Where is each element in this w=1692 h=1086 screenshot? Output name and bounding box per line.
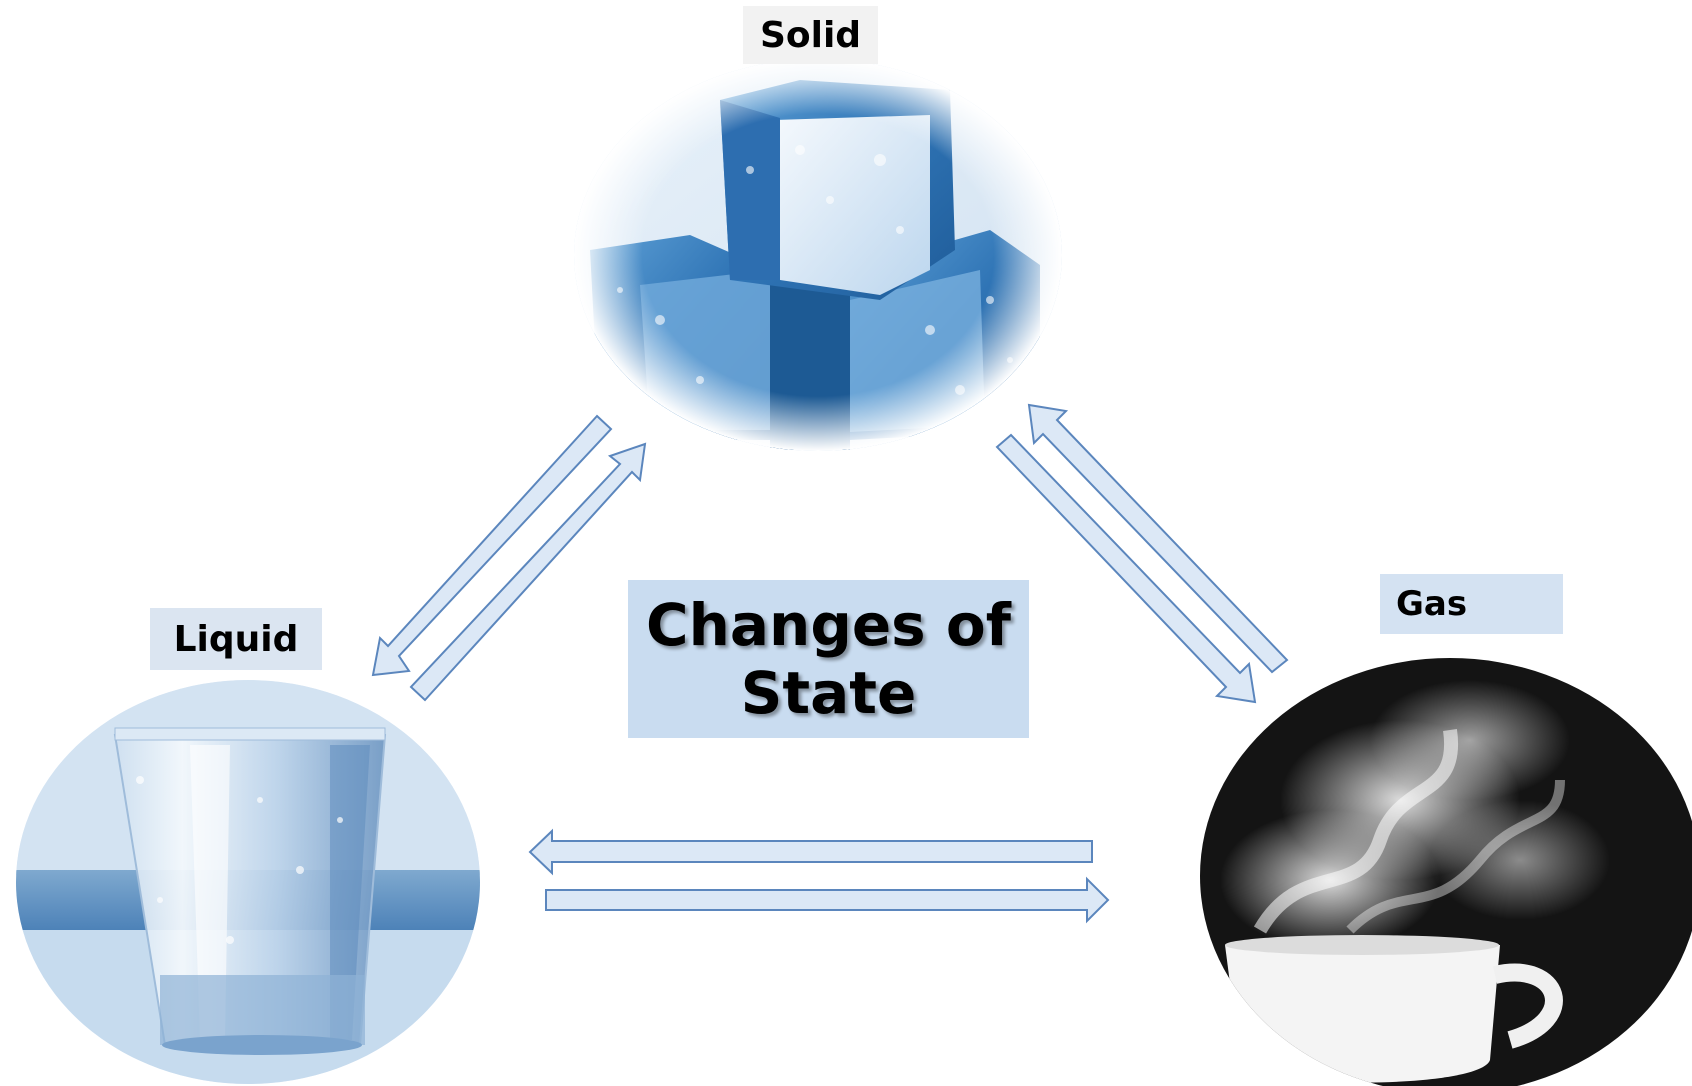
arrow-gas-to-liquid — [528, 828, 1093, 876]
solid-label: Solid — [743, 6, 878, 64]
arrow-solid-to-liquid — [371, 414, 613, 677]
title-line-2: State — [740, 659, 917, 727]
arrow-liquid-to-solid — [409, 442, 647, 702]
gas-label: Gas — [1380, 574, 1563, 634]
diagram-title: Changes of State — [628, 580, 1029, 738]
steaming-cup-image — [1200, 658, 1692, 1086]
arrow-liquid-to-gas — [545, 876, 1110, 924]
arrow-gas-to-solid — [1027, 403, 1289, 674]
glass-of-water-image — [16, 680, 480, 1084]
ice-cubes-image — [574, 59, 1062, 451]
title-line-1: Changes of — [646, 591, 1011, 659]
arrow-solid-to-gas — [995, 433, 1257, 704]
liquid-label: Liquid — [150, 608, 322, 670]
